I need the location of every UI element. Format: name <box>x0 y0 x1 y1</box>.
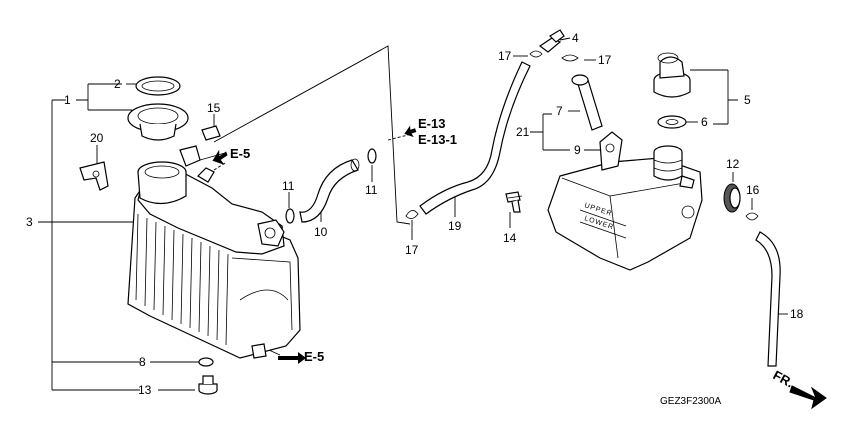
callout-11-left: 11 <box>282 179 295 193</box>
callout-13: 13 <box>138 383 152 397</box>
callout-6: 6 <box>701 115 708 129</box>
ref-e5-top: E-5 <box>230 146 250 161</box>
hose-10 <box>299 158 360 223</box>
ref-e13: E-13 <box>418 116 445 131</box>
callout-11-right: 11 <box>365 183 378 197</box>
callout-12: 12 <box>726 157 740 171</box>
callout-1: 1 <box>64 93 71 107</box>
clamp-17-top-left <box>529 50 543 58</box>
ref-e13-1: E-13-1 <box>418 132 457 147</box>
drain-hose-18 <box>755 231 781 367</box>
radiator-cap <box>135 76 181 96</box>
callout-numbers: 1 2 3 4 5 6 7 8 9 10 11 11 12 13 14 15 1… <box>26 31 804 397</box>
o-ring-11-left <box>285 208 295 224</box>
callout-17-bottom: 17 <box>405 243 419 257</box>
diagram-code: GEZ3F2300A <box>660 396 721 407</box>
overflow-hose-19 <box>419 61 531 215</box>
o-ring-11-right <box>367 148 377 164</box>
radiator <box>127 145 301 359</box>
callout-21: 21 <box>516 125 530 139</box>
callout-19: 19 <box>448 219 462 233</box>
callout-16: 16 <box>746 183 760 197</box>
cap-seat <box>127 103 189 141</box>
washer-8 <box>198 357 214 367</box>
front-arrow <box>789 385 827 410</box>
callout-14: 14 <box>503 231 517 245</box>
reserve-tank <box>547 131 703 271</box>
tube-7 <box>571 74 603 131</box>
leader-lines <box>38 37 788 391</box>
callout-15: 15 <box>207 101 221 115</box>
bolt-14 <box>505 191 523 213</box>
callout-9: 9 <box>574 143 581 157</box>
callout-7: 7 <box>556 104 563 118</box>
clamp-16 <box>745 212 759 221</box>
ref-e5-bottom: E-5 <box>304 349 324 364</box>
callout-4: 4 <box>572 31 579 45</box>
seal-6 <box>657 115 687 129</box>
callout-3: 3 <box>26 215 33 229</box>
clip-15 <box>201 125 221 141</box>
callout-2: 2 <box>114 77 121 91</box>
callout-5: 5 <box>744 93 751 107</box>
callout-8: 8 <box>139 355 146 369</box>
callout-17-top-right: 17 <box>598 53 612 67</box>
grommet-12 <box>723 183 741 213</box>
callout-17-top-left: 17 <box>498 49 512 63</box>
clamp-17-bottom <box>405 210 419 219</box>
tank-cap-5 <box>653 52 691 98</box>
callout-20: 20 <box>90 131 104 145</box>
drain-bolt-13 <box>198 375 218 395</box>
callout-18: 18 <box>790 307 804 321</box>
fitting-4 <box>538 29 565 53</box>
clamp-17-top-right <box>561 54 579 62</box>
callout-10: 10 <box>314 225 328 239</box>
bracket-20 <box>79 161 109 191</box>
